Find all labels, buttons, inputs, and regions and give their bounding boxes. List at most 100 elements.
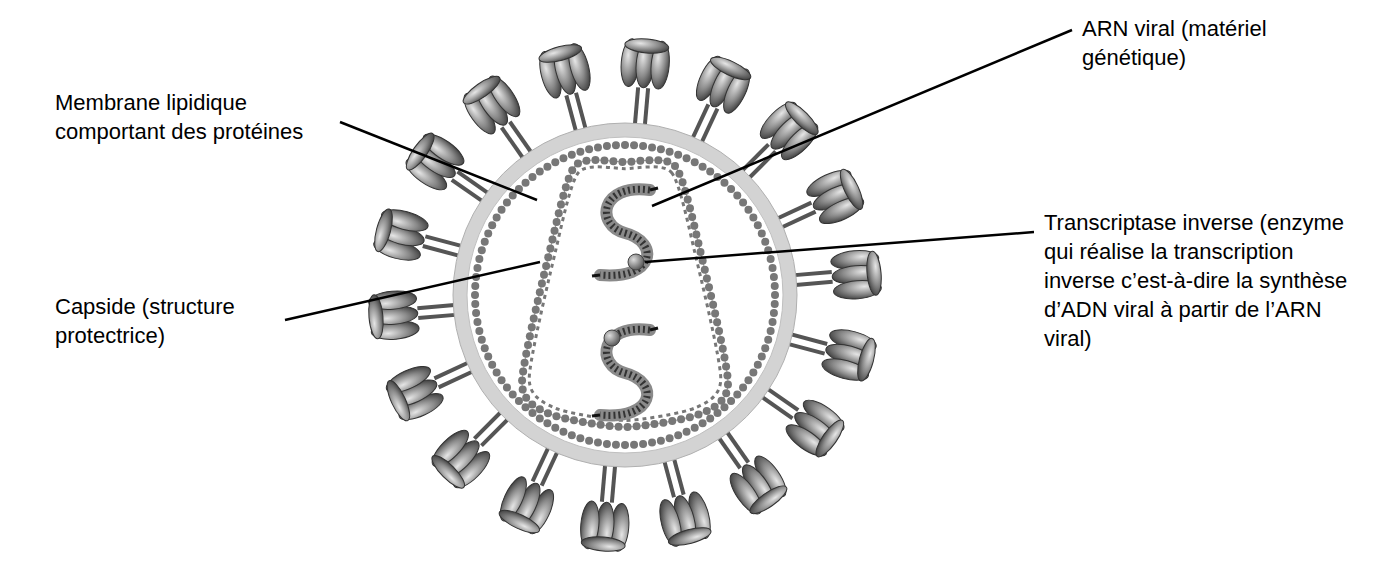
callout-label: Capside (structure protectrice) bbox=[55, 292, 277, 350]
matrix-bead bbox=[503, 198, 511, 206]
capsid-bead bbox=[518, 377, 526, 385]
capsid-bead bbox=[552, 412, 560, 420]
matrix-bead bbox=[683, 428, 691, 436]
spike-stalk bbox=[500, 126, 526, 161]
spike-stalk bbox=[724, 429, 750, 464]
matrix-bead bbox=[528, 173, 536, 181]
spike-stalk bbox=[425, 234, 465, 248]
matrix-bead bbox=[771, 282, 779, 290]
capsid-bead bbox=[574, 160, 582, 168]
spike-protein bbox=[371, 205, 469, 274]
matrix-bead bbox=[471, 291, 479, 299]
capsid-bead bbox=[701, 266, 709, 274]
capsid-bead bbox=[530, 315, 538, 323]
spike-stalk bbox=[633, 87, 640, 127]
capsid-bead bbox=[555, 209, 563, 217]
capsid-bead bbox=[542, 262, 550, 270]
capsid-bead bbox=[668, 417, 676, 425]
capsid-bead bbox=[686, 413, 694, 421]
matrix-bead bbox=[639, 142, 647, 150]
matrix-bead bbox=[727, 185, 735, 193]
capsid-bead bbox=[663, 158, 671, 166]
rna-texture bbox=[600, 329, 650, 415]
leader-line bbox=[340, 122, 537, 200]
spike-cap bbox=[428, 451, 469, 492]
matrix-bead bbox=[543, 419, 551, 427]
matrix-bead bbox=[739, 198, 747, 206]
matrix-bead bbox=[733, 390, 741, 398]
capsid-bead bbox=[627, 158, 635, 166]
matrix-bead bbox=[674, 431, 682, 439]
spike-cap bbox=[581, 535, 626, 553]
rna-end bbox=[592, 415, 600, 416]
matrix-bead bbox=[639, 440, 647, 448]
matrix-bead bbox=[478, 336, 486, 344]
capsid-bead bbox=[519, 386, 527, 394]
reverse-transcriptase bbox=[604, 330, 620, 346]
capsid-bead bbox=[720, 354, 728, 362]
matrix-bead bbox=[603, 142, 611, 150]
matrix-bead bbox=[691, 424, 699, 432]
matrix-beads bbox=[471, 141, 779, 449]
matrix-bead bbox=[770, 273, 778, 281]
matrix-bead bbox=[475, 327, 483, 335]
matrix-bead bbox=[621, 441, 629, 449]
capsid-bead bbox=[679, 178, 687, 186]
spike-protein bbox=[645, 451, 714, 549]
capsid-bead bbox=[711, 403, 719, 411]
spike-cap bbox=[836, 166, 867, 212]
spike-cap bbox=[402, 130, 439, 174]
spike-stalk bbox=[774, 201, 812, 222]
matrix-bead bbox=[612, 441, 620, 449]
spike-stalk bbox=[531, 444, 552, 482]
capsid-bead bbox=[548, 236, 556, 244]
matrix-bead bbox=[509, 390, 517, 398]
spike-stalk bbox=[699, 108, 720, 146]
spike-proteins bbox=[367, 37, 883, 553]
capsid-bead bbox=[568, 166, 576, 174]
capsid-bead bbox=[717, 397, 725, 405]
capsid-bead bbox=[694, 239, 702, 247]
matrix-bead bbox=[771, 291, 779, 299]
capsid-bead bbox=[546, 244, 554, 252]
capsid-bead bbox=[642, 421, 650, 429]
capsid-bead bbox=[705, 283, 713, 291]
spike-cap bbox=[667, 524, 713, 549]
matrix-bead bbox=[493, 369, 501, 377]
capsid-bead bbox=[536, 405, 544, 413]
matrix-bead bbox=[733, 192, 741, 200]
capsid-bead bbox=[582, 157, 590, 165]
spike-stalk bbox=[417, 303, 457, 310]
capsid-bead bbox=[522, 350, 530, 358]
leader-line bbox=[645, 232, 1034, 262]
capsid-bead bbox=[671, 162, 679, 170]
spike-stalk bbox=[662, 458, 676, 498]
matrix-bead bbox=[767, 255, 775, 263]
spike-protein bbox=[367, 286, 460, 342]
matrix-bead bbox=[481, 238, 489, 246]
matrix-bead bbox=[749, 369, 757, 377]
capsid-bead bbox=[597, 421, 605, 429]
matrix-bead bbox=[473, 264, 481, 272]
matrix-bead bbox=[744, 206, 752, 214]
matrix-bead bbox=[674, 151, 682, 159]
capsid-bead bbox=[645, 156, 653, 164]
spike-stalk bbox=[779, 210, 817, 231]
matrix-bead bbox=[761, 344, 769, 352]
matrix-bead bbox=[630, 441, 638, 449]
matrix-bead bbox=[769, 264, 777, 272]
rna-texture bbox=[600, 189, 650, 275]
matrix-bead bbox=[478, 246, 486, 254]
spike-stalk bbox=[508, 121, 534, 156]
spike-stalk bbox=[438, 369, 476, 390]
capsid-bead bbox=[675, 170, 683, 178]
matrix-bead bbox=[666, 434, 674, 442]
matrix-bead bbox=[769, 318, 777, 326]
capsid-bead bbox=[600, 156, 608, 164]
matrix-bead bbox=[603, 440, 611, 448]
capsid-bead bbox=[524, 341, 532, 349]
capsid-bead bbox=[703, 274, 711, 282]
capsid-bead bbox=[570, 416, 578, 424]
matrix-bead bbox=[630, 141, 638, 149]
spike-cap bbox=[537, 41, 583, 66]
